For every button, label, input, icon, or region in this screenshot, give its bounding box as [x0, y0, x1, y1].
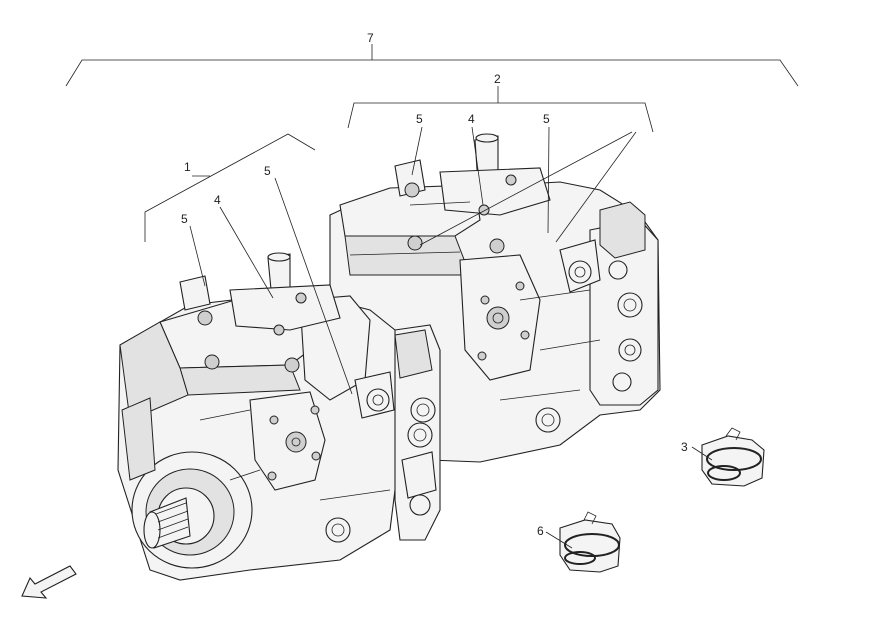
- callout-7: 7: [367, 31, 374, 45]
- bracket-2: [347, 86, 654, 133]
- callout-5: 5: [264, 164, 271, 178]
- callout-5: 5: [416, 112, 423, 126]
- callout-4: 4: [468, 112, 475, 126]
- callout-2: 2: [494, 72, 501, 86]
- leader-lines: [189, 126, 713, 549]
- callout-6: 6: [537, 524, 544, 538]
- bracket-7: [65, 44, 799, 87]
- seal-kit-6: [559, 511, 621, 573]
- callout-3: 3: [681, 440, 688, 454]
- direction-arrow-icon: [21, 565, 77, 599]
- seal-kit-3: [701, 427, 765, 487]
- callout-5: 5: [181, 212, 188, 226]
- callout-4: 4: [214, 193, 221, 207]
- callout-1: 1: [184, 160, 191, 174]
- bracket-1: [144, 133, 316, 242]
- callout-5: 5: [543, 112, 550, 126]
- front-pump-assembly: [117, 252, 441, 581]
- rear-pump-assembly: [329, 133, 661, 463]
